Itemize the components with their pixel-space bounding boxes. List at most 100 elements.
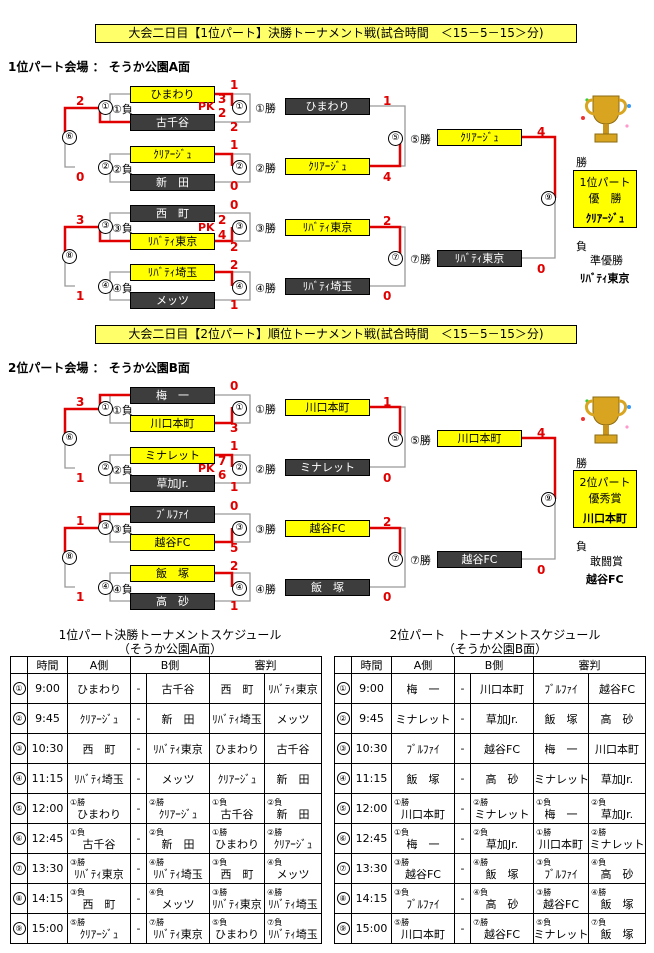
- cell-tag: ③負: [394, 887, 410, 897]
- table-header-blank: [334, 656, 352, 674]
- score: 3: [76, 213, 85, 227]
- cell-b-side: 川口本町: [469, 673, 535, 704]
- team-box: 飯 塚: [285, 579, 370, 596]
- cell-b-side: ②勝ミナレット: [469, 793, 535, 824]
- table-header-referee: 審判: [209, 656, 323, 674]
- match-number: ③: [98, 219, 113, 234]
- cell-team: 越谷FC: [543, 897, 580, 911]
- cell-vs-dash: -: [454, 883, 471, 914]
- cell-a-side: ①負梅 一: [391, 823, 455, 854]
- cell-time: 12:45: [27, 823, 68, 854]
- cell-a-side: ﾌﾞﾙﾌｧｲ: [391, 733, 455, 764]
- team-box: ミナレット: [285, 459, 370, 476]
- cell-team: ひまわり: [77, 807, 121, 821]
- match-number: ①: [334, 673, 352, 704]
- match-number-badge: ⑥: [336, 832, 350, 845]
- cell-team: ﾘﾊﾞﾃｨ東京: [153, 927, 203, 941]
- table-header-time: 時間: [351, 656, 392, 674]
- cell-referee-2: ②負新 田: [264, 793, 323, 824]
- cell-team: 古千谷: [82, 837, 116, 851]
- cell-referee-2: 高 砂: [588, 703, 647, 734]
- winner-label: ④勝: [255, 583, 276, 596]
- cell-vs-dash: -: [130, 853, 147, 884]
- cell-b-side: ②負草加Jr.: [469, 823, 535, 854]
- match-number: ③: [232, 220, 247, 235]
- cell-a-side: ①勝川口本町: [391, 793, 455, 824]
- cell-tag: ③勝: [394, 857, 410, 867]
- cell-referee-2: ⑦負飯 塚: [588, 913, 647, 944]
- match-number: ⑨: [541, 191, 556, 206]
- cell-referee-1: 飯 塚: [533, 703, 590, 734]
- cell-team: ﾌﾞﾙﾌｧｲ: [406, 897, 440, 911]
- score: 4: [537, 125, 546, 139]
- trophy-icon: [581, 95, 631, 143]
- match-number: ①: [232, 100, 247, 115]
- cell-referee-1: ﾘﾊﾞﾃｨ埼玉: [209, 703, 266, 734]
- match-number: ④: [98, 279, 113, 294]
- cell-time: 11:15: [27, 763, 68, 794]
- cell-tag: ②負: [473, 827, 489, 837]
- cell-team: ｸﾘｱｰｼﾞｭ: [273, 837, 313, 851]
- cell-b-side: ⑦勝ﾘﾊﾞﾃｨ東京: [145, 913, 211, 944]
- cell-referee-1: ①勝ひまわり: [209, 823, 266, 854]
- score: 1: [230, 599, 239, 613]
- cell-tag: ②負: [149, 827, 165, 837]
- cell-tag: ①勝: [394, 797, 410, 807]
- table-header-a-side: A側: [391, 656, 455, 674]
- cell-vs-dash: -: [130, 673, 147, 704]
- score: 1: [230, 78, 239, 92]
- cell-tag: ②勝: [473, 797, 489, 807]
- table-header-blank: [10, 656, 28, 674]
- cell-time: 9:45: [351, 703, 392, 734]
- team-box: ｸﾘｱｰｼﾞｭ: [130, 146, 215, 163]
- cell-referee-2: ④勝ﾘﾊﾞﾃｨ埼玉: [264, 883, 323, 914]
- team-box: 越谷FC: [437, 551, 522, 568]
- cell-time: 13:30: [27, 853, 68, 884]
- winner-label: ①勝: [255, 403, 276, 416]
- schedule-b-subtitle: （そうか公園B面）: [442, 642, 548, 656]
- score: 1: [230, 138, 239, 152]
- cell-team: ｸﾘｱｰｼﾞｭ: [158, 807, 198, 821]
- match-number: ⑨: [10, 913, 28, 944]
- runner-title: 敢闘賞: [590, 555, 623, 568]
- cell-tag: ③勝: [70, 857, 86, 867]
- cell-team: 越谷FC: [484, 927, 521, 941]
- loser-label: ④負: [112, 282, 133, 295]
- cell-time: 10:30: [27, 733, 68, 764]
- score: 2: [383, 515, 392, 529]
- match-number: ①: [232, 401, 247, 416]
- match-number: ⑨: [541, 492, 556, 507]
- cell-a-side: 梅 一: [391, 673, 455, 704]
- cell-b-side: 新 田: [145, 703, 211, 734]
- winner-label: ①勝: [255, 102, 276, 115]
- score: 0: [230, 198, 239, 212]
- loser-mark: 負: [576, 240, 587, 253]
- cell-team: ﾘﾊﾞﾃｨ埼玉: [153, 867, 203, 881]
- match-number: ④: [98, 580, 113, 595]
- cell-team: ﾘﾊﾞﾃｨ埼玉: [268, 897, 318, 911]
- cell-b-side: ②勝ｸﾘｱｰｼﾞｭ: [145, 793, 211, 824]
- match-number-badge: ⑤: [12, 802, 26, 815]
- trophy-icon: [581, 396, 631, 444]
- cell-vs-dash: -: [454, 673, 471, 704]
- score: 1: [230, 480, 239, 494]
- cell-b-side: 草加Jr.: [469, 703, 535, 734]
- score: 0: [76, 170, 85, 184]
- cell-team: ミナレット: [533, 927, 589, 941]
- match-number: ②: [98, 461, 113, 476]
- match-number: ⑦: [388, 552, 403, 567]
- score: 1: [230, 439, 239, 453]
- match-number: ⑨: [334, 913, 352, 944]
- winner-label: ③勝: [255, 222, 276, 235]
- score: 2: [230, 258, 239, 272]
- match-number: ⑥: [334, 823, 352, 854]
- cell-tag: ②勝: [591, 827, 607, 837]
- schedule-a-subtitle: （そうか公園A面）: [117, 642, 223, 656]
- cell-tag: ⑦勝: [149, 917, 165, 927]
- cell-referee-2: 草加Jr.: [588, 763, 647, 794]
- loser-label: ③負: [112, 523, 133, 536]
